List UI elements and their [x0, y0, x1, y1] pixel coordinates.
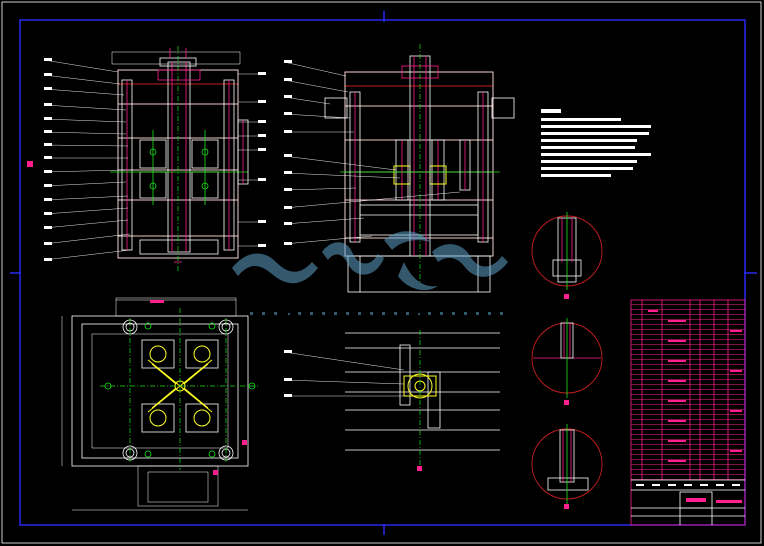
watermark-url: [250, 312, 503, 315]
plan-view: [61, 297, 260, 511]
title-block: [630, 299, 746, 526]
partial-section-view: [283, 330, 500, 471]
watermark-logo: [232, 231, 508, 291]
detail-view-1: [531, 212, 603, 299]
detail-view-2: [531, 318, 603, 405]
front-section-view: [110, 46, 249, 272]
front-view-leaders-right: [238, 72, 266, 247]
side-view-leaders: [283, 60, 461, 245]
detail-view-3: [531, 424, 603, 509]
front-view-leaders-left: [27, 58, 131, 261]
technical-notes-block: [541, 109, 651, 177]
